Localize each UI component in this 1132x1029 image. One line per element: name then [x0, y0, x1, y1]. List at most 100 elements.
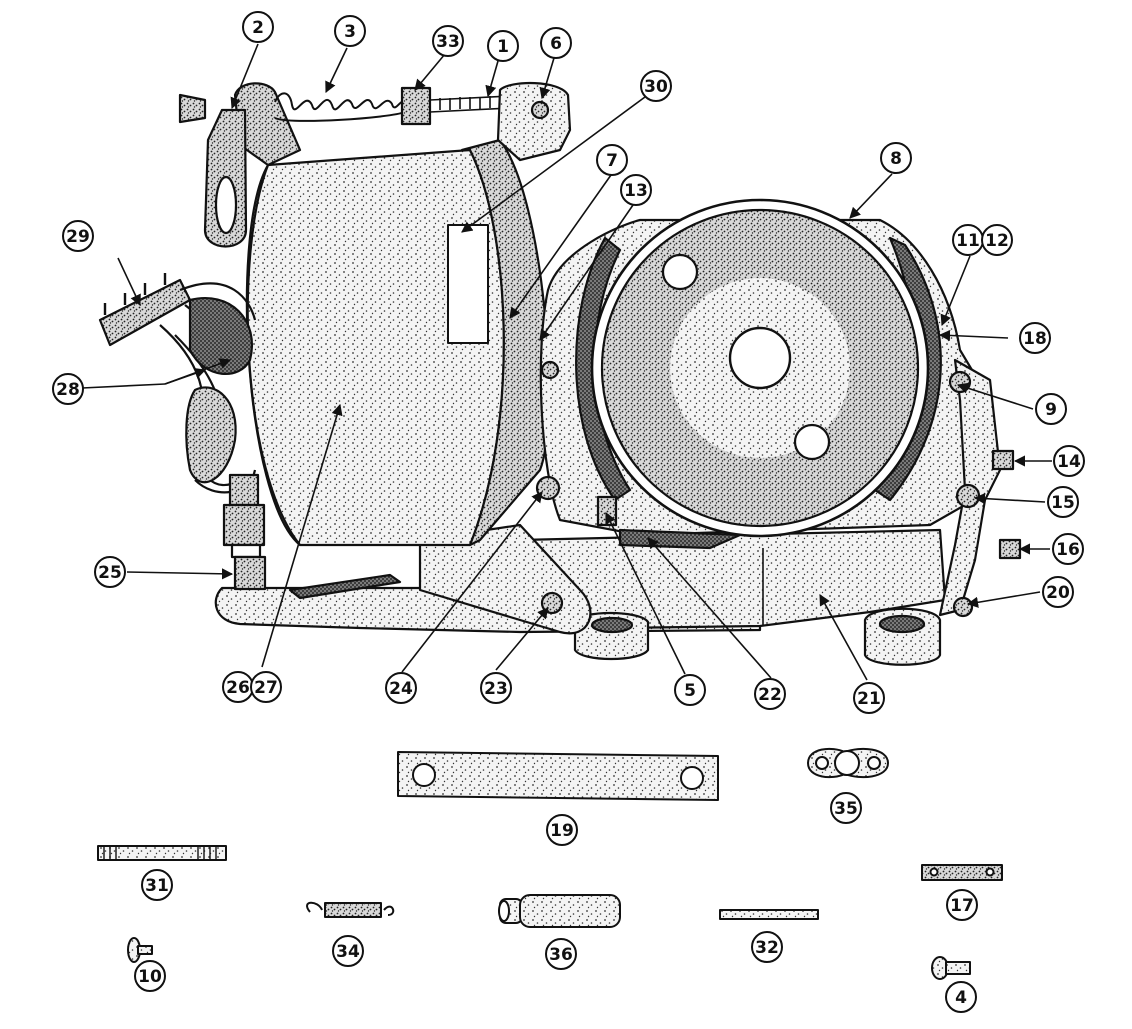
callout-circle — [830, 792, 862, 824]
callout-number: 24 — [389, 679, 413, 699]
callout-number: 7 — [606, 151, 618, 171]
callout-circle — [540, 27, 572, 59]
callout-29: 29 — [62, 220, 94, 252]
callout-circle — [250, 671, 282, 703]
callout-number: 21 — [857, 689, 881, 709]
callout-number: 18 — [1023, 329, 1047, 349]
callout-number: 5 — [684, 681, 696, 701]
callout-circle — [1035, 393, 1067, 425]
callout-number: 29 — [66, 227, 90, 247]
tension-spring — [274, 92, 406, 122]
straight-pin — [719, 909, 819, 920]
coil-spring — [306, 901, 395, 918]
small-link — [921, 864, 1003, 881]
callout-circle — [545, 938, 577, 970]
callout-12: 12 — [981, 224, 1013, 256]
callout-number: 36 — [549, 945, 573, 965]
callout-number: 23 — [484, 679, 508, 699]
callout-4: 4 — [945, 981, 977, 1013]
callout-circle — [94, 556, 126, 588]
callout-number: 13 — [624, 181, 648, 201]
callout-circle — [134, 960, 166, 992]
callout-36: 36 — [545, 938, 577, 970]
callout-number: 32 — [755, 938, 779, 958]
callout-circle — [1052, 533, 1084, 565]
rivet — [127, 937, 153, 963]
callout-number: 28 — [56, 380, 80, 400]
callout-19: 19 — [546, 814, 578, 846]
callout-8: 8 — [880, 142, 912, 174]
callout-number: 19 — [550, 821, 574, 841]
callout-6: 6 — [540, 27, 572, 59]
callout-3: 3 — [334, 15, 366, 47]
threaded-rod — [429, 95, 511, 113]
callout-circle — [480, 672, 512, 704]
callout-circle — [945, 981, 977, 1013]
callout-23: 23 — [480, 672, 512, 704]
callout-circle — [640, 70, 672, 102]
callout-circle — [981, 224, 1013, 256]
callout-number: 34 — [336, 942, 360, 962]
callout-26: 26 — [222, 671, 254, 703]
drum-hole-upper — [661, 253, 699, 291]
callout-number: 12 — [985, 231, 1009, 251]
callout-number: 26 — [226, 678, 250, 698]
gasket — [807, 747, 889, 779]
callout-28: 28 — [52, 373, 84, 405]
callout-circle — [141, 869, 173, 901]
callout-circle — [487, 30, 519, 62]
drum-hole-lower — [793, 423, 831, 461]
callout-circle — [853, 682, 885, 714]
callout-9: 9 — [1035, 393, 1067, 425]
callout-27: 27 — [250, 671, 282, 703]
link-bar — [397, 751, 719, 801]
adjusting-nut — [400, 86, 432, 126]
callout-11: 11 — [952, 224, 984, 256]
callout-number: 30 — [644, 77, 668, 97]
callout-circle — [1019, 322, 1051, 354]
callout-15: 15 — [1047, 486, 1079, 518]
plunger — [498, 894, 621, 928]
callout-circle — [385, 672, 417, 704]
solenoid-body — [245, 148, 505, 547]
callout-number: 8 — [890, 149, 902, 169]
callout-number: 16 — [1056, 540, 1080, 560]
pin-23 — [540, 591, 564, 615]
terminal-block — [98, 273, 192, 347]
mounting-bolt-stack — [222, 473, 267, 591]
top-pivot-plate — [496, 82, 572, 162]
leader-lines — [81, 43, 1052, 681]
callout-number: 15 — [1051, 493, 1075, 513]
callout-number: 4 — [955, 988, 967, 1008]
callout-25: 25 — [94, 556, 126, 588]
callout-circle — [546, 814, 578, 846]
small-screw — [931, 956, 971, 980]
callout-number: 22 — [758, 685, 782, 705]
callout-number: 11 — [956, 231, 980, 251]
callout-2: 2 — [242, 11, 274, 43]
callout-circle — [1047, 486, 1079, 518]
callout-7: 7 — [596, 144, 628, 176]
pin-15 — [955, 483, 981, 509]
eye-bolt-hole — [214, 175, 238, 235]
threaded-stud — [97, 845, 227, 861]
callout-number: 33 — [436, 32, 460, 52]
callout-circle — [596, 144, 628, 176]
cotter-pin-6 — [530, 100, 550, 120]
callout-number: 9 — [1045, 400, 1057, 420]
callout-number: 31 — [145, 876, 169, 896]
callout-30: 30 — [640, 70, 672, 102]
shoe-bolt-5 — [596, 495, 618, 527]
base-slot — [288, 573, 402, 600]
pin-7 — [540, 360, 560, 380]
callout-number: 20 — [1046, 583, 1070, 603]
pin-24 — [535, 475, 561, 501]
callout-number: 1 — [497, 37, 509, 57]
solenoid-frame — [460, 138, 550, 547]
callout-35: 35 — [830, 792, 862, 824]
callout-34: 34 — [332, 935, 364, 967]
pin-20 — [952, 596, 974, 618]
